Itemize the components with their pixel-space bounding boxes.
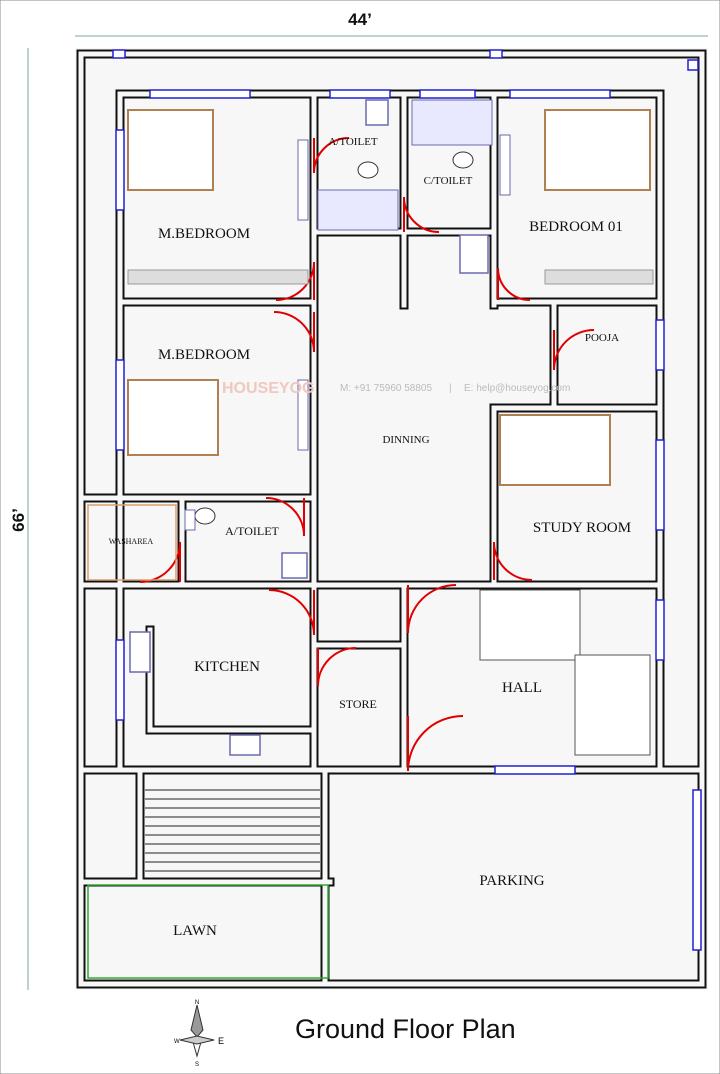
window-icon [112,49,126,59]
compass-icon: N S E W [174,1000,224,1068]
wardrobe-icon [127,269,309,285]
window-icon [687,59,699,71]
window-icon [692,789,702,951]
window-icon [115,639,125,721]
cabinet-icon [499,134,511,196]
watermark: HOUSEYOG M: +91 75960 58805 | E: help@ho… [222,380,570,397]
room-label-master-bedroom-1: M.BEDROOM [158,226,250,242]
room-label-bedroom-01: BEDROOM 01 [529,219,623,235]
window-icon [494,765,576,775]
basin-icon [459,234,489,274]
depth-dimension: 66’ [9,508,28,532]
bed-icon [127,109,214,191]
door-icon [407,584,457,634]
shower-tile-icon [411,99,493,146]
basin-icon [365,99,389,126]
door-icon [139,541,181,583]
window-icon [509,89,611,99]
watermark-brand: HOUSEYOG [222,380,314,397]
room-label-hall: HALL [502,680,542,696]
door-icon [313,137,350,174]
window-icon [115,359,125,451]
room-label-kitchen: KITCHEN [194,659,260,675]
cabinet-icon [184,509,196,531]
watermark-phone: M: +91 75960 58805 [340,383,432,394]
door-icon [553,329,595,371]
room-label-study-room: STUDY ROOM [533,520,631,536]
door-icon [268,589,315,636]
toilet-icon [452,151,474,169]
bed-icon [499,414,611,486]
lawn-outline [87,884,329,979]
toilet-icon [194,507,216,525]
door-icon [273,311,315,353]
door-icon [493,541,533,581]
window-icon [655,319,665,371]
sofa-set-icon [479,589,581,661]
toilet-icon [357,161,379,179]
wardrobe-icon [544,269,654,285]
cabinet-icon [297,139,309,221]
shower-tile-icon [317,189,399,231]
room-label-dinning: DINNING [382,434,429,446]
room-label-master-bedroom-2: M.BEDROOM [158,347,250,363]
room-label-parking: PARKING [479,873,544,889]
door-icon [497,267,531,301]
door-icon [407,715,464,772]
washarea-outline [87,504,177,581]
sofa-set-icon [574,654,651,756]
bed-icon [544,109,651,191]
door-icon [265,497,305,537]
width-dimension: 44’ [348,10,372,29]
compass-s: S [195,1062,199,1068]
fixtures [87,99,654,979]
window-icon [115,129,125,211]
window-icon [329,89,391,99]
door-icon [275,261,315,301]
bed-icon [127,379,219,456]
door-icon [317,647,357,687]
room-label-washarea: WASHAREA [109,537,154,546]
window-icon [149,89,251,99]
basin-icon [129,631,151,673]
watermark-email: E: help@houseyog.com [464,383,570,394]
room-label-attached-toilet-2: A/TOILET [225,524,279,538]
compass-w: W [174,1039,180,1045]
compass-n: N [195,1000,199,1006]
dimension-lines [27,35,708,990]
room-label-lawn: LAWN [173,923,217,939]
basin-icon [281,552,308,579]
watermark-separator: | [449,383,452,394]
room-label-attached-toilet-1: A/TOILET [328,136,378,148]
room-label-store: STORE [339,697,377,711]
compass-e: E [218,1036,224,1046]
basin-icon [229,734,261,756]
door-icon [403,196,440,233]
room-label-pooja: POOJA [585,332,619,344]
doors [139,137,595,772]
window-icon [655,439,665,531]
room-label-common-toilet: C/TOILET [424,175,473,187]
window-icon [655,599,665,661]
windows [112,49,702,951]
window-icon [489,49,503,59]
cabinet-icon [297,379,309,451]
plan-title: Ground Floor Plan [295,1014,516,1044]
window-icon [419,89,476,99]
